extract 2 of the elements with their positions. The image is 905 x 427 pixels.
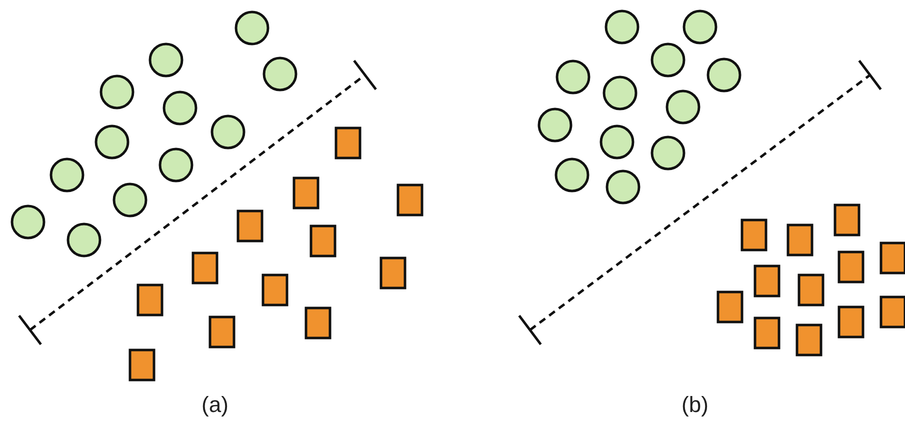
panel-label: (a): [202, 392, 228, 418]
panel-label: (b): [682, 392, 708, 418]
